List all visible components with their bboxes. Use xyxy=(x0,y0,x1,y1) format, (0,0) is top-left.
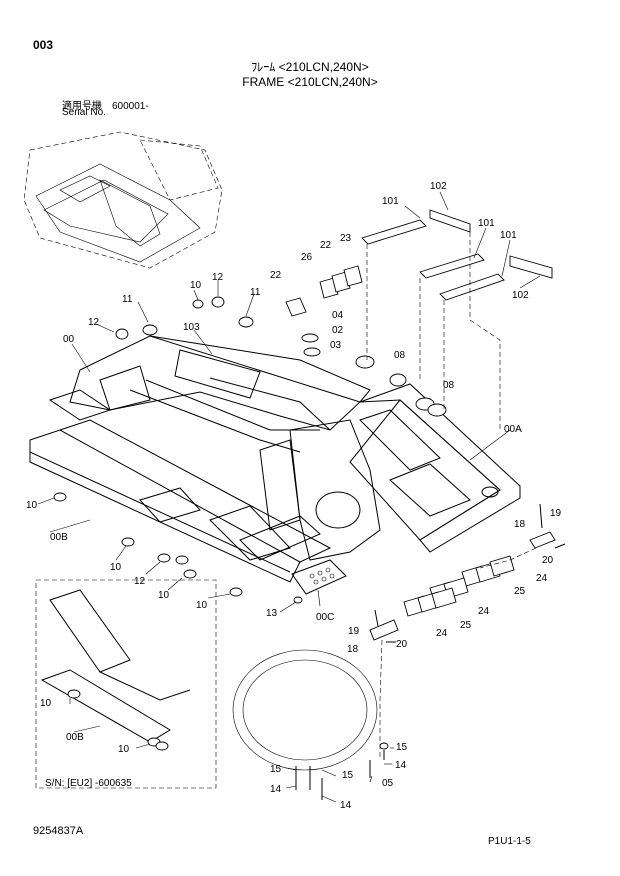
title-japanese: ﾌﾚｰﾑ <210LCN,240N> xyxy=(251,60,369,74)
callout-label: 13 xyxy=(266,608,278,619)
callout-label: 10 xyxy=(26,500,38,511)
covers-101-102 xyxy=(361,209,553,301)
swing-mount-plate xyxy=(259,419,381,561)
serial-label-japanese: 適用号機 600001- xyxy=(62,101,149,112)
callout-label: 04 xyxy=(332,310,344,321)
callout-label: 22 xyxy=(270,270,282,281)
callout-label: 15 xyxy=(270,764,282,775)
callout-label: 15 xyxy=(396,742,408,753)
callout-label: 14 xyxy=(395,760,407,771)
callout-label: 10 xyxy=(158,590,170,601)
callout-label: 101 xyxy=(500,230,517,241)
callout-label: 103 xyxy=(183,322,200,333)
serial-label-english: Serial No. xyxy=(62,107,106,118)
callout-label: 22 xyxy=(320,240,332,251)
callout-label: 00A xyxy=(504,424,522,435)
callout-label: 101 xyxy=(478,218,495,229)
inset-early-serial xyxy=(35,579,217,789)
callout-label: 25 xyxy=(514,586,526,597)
drawing-number: 9254837A xyxy=(33,825,84,837)
callout-label: 00B xyxy=(66,732,84,743)
callout-label: 20 xyxy=(542,555,554,566)
pins-right xyxy=(369,503,566,643)
callout-label: 102 xyxy=(430,181,447,192)
callout-label: 00 xyxy=(63,334,75,345)
right-side-frame xyxy=(349,383,521,553)
plugs-and-seals xyxy=(53,296,447,604)
callout-label: 14 xyxy=(270,784,282,795)
callout-label: 10 xyxy=(190,280,202,291)
callout-label: 12 xyxy=(88,317,100,328)
callout-label: 05 xyxy=(382,778,394,789)
callout-labels: 101 102 101 101 102 22 23 26 22 04 02 03… xyxy=(26,181,562,811)
callout-label: 11 xyxy=(122,294,133,305)
callout-label: 18 xyxy=(347,644,359,655)
callout-label: 15 xyxy=(342,770,354,781)
alignment-lines xyxy=(366,232,537,760)
page-code: 003 xyxy=(33,38,54,52)
callout-label: 26 xyxy=(301,252,313,263)
callout-label: 10 xyxy=(196,600,208,611)
callout-label: 24 xyxy=(536,573,548,584)
machine-overview-sketch xyxy=(23,131,223,269)
callout-label: 10 xyxy=(40,698,52,709)
callout-label: 11 xyxy=(250,287,261,298)
page-reference: P1U1-1-5 xyxy=(488,836,531,847)
swing-bearing xyxy=(232,649,378,771)
callout-label: 24 xyxy=(478,606,490,617)
title-english: FRAME <210LCN,240N> xyxy=(242,75,378,89)
callout-label: 102 xyxy=(512,290,529,301)
callout-label: 20 xyxy=(396,639,408,650)
callout-label: 00B xyxy=(50,532,68,543)
callout-label: 23 xyxy=(340,233,352,244)
inset-serial-note: S/N: [EU2] -600635 xyxy=(45,778,132,789)
callout-label: 19 xyxy=(348,626,360,637)
callout-label: 14 xyxy=(340,800,352,811)
callout-label: 25 xyxy=(460,620,472,631)
callout-label: 10 xyxy=(110,562,122,573)
callout-label: 08 xyxy=(443,380,455,391)
callout-label: 08 xyxy=(394,350,406,361)
leader-lines xyxy=(37,191,541,803)
callout-label: 101 xyxy=(382,196,399,207)
callout-label: 24 xyxy=(436,628,448,639)
callout-label: 12 xyxy=(134,576,146,587)
center-frame xyxy=(69,335,371,453)
callout-label: 12 xyxy=(212,272,224,283)
callout-label: 10 xyxy=(118,744,130,755)
shims xyxy=(285,265,363,357)
callout-label: 00C xyxy=(316,612,334,623)
callout-label: 02 xyxy=(332,325,344,336)
callout-label: 03 xyxy=(330,340,342,351)
shim-plates xyxy=(403,555,515,617)
callout-label: 18 xyxy=(514,519,526,530)
callout-label: 19 xyxy=(550,508,562,519)
left-side-frame xyxy=(29,389,332,583)
step-plate xyxy=(291,559,347,595)
